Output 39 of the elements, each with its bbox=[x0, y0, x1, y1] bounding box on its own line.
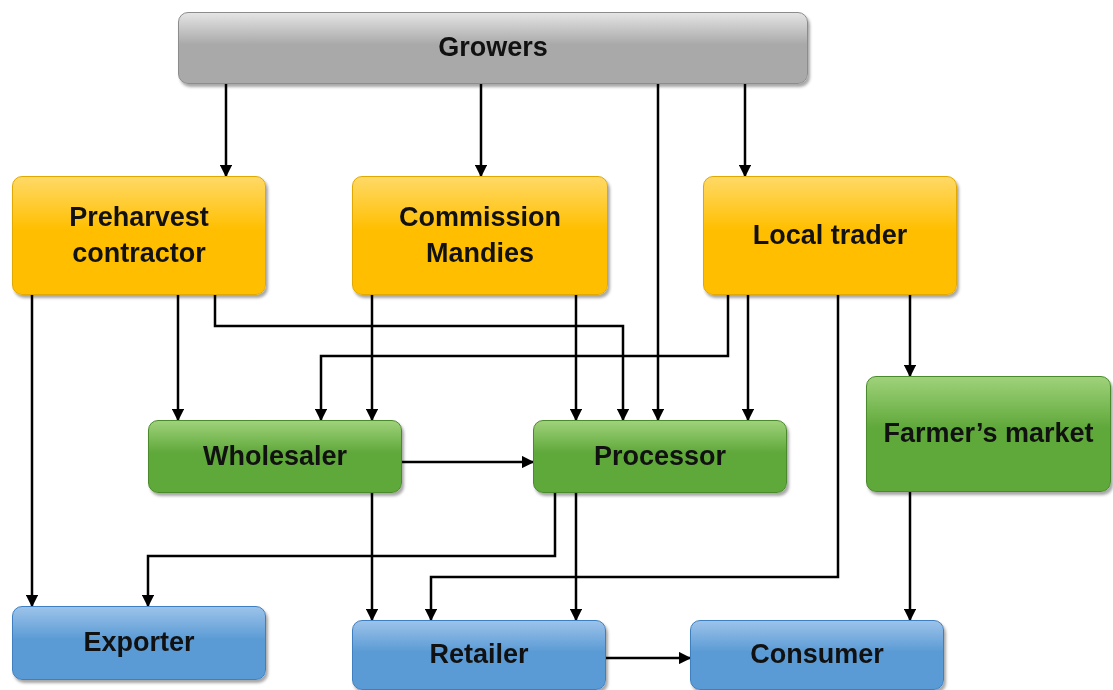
arrow bbox=[569, 493, 583, 622]
arrow bbox=[219, 84, 233, 178]
node-label: Wholesaler bbox=[201, 439, 348, 473]
process-box bbox=[690, 620, 944, 690]
node-label: Growers bbox=[437, 31, 549, 65]
arrow bbox=[365, 493, 379, 622]
process-box bbox=[12, 176, 266, 295]
arrow bbox=[903, 295, 917, 378]
process-box bbox=[533, 420, 787, 493]
process-box bbox=[866, 376, 1111, 492]
arrow bbox=[213, 295, 630, 422]
node-label: Consumer bbox=[749, 638, 885, 672]
process-box bbox=[148, 420, 402, 493]
arrow bbox=[402, 455, 535, 469]
process-box bbox=[352, 176, 608, 295]
arrow bbox=[474, 84, 488, 178]
node-label: Farmer’s market bbox=[882, 417, 1095, 451]
process-box bbox=[12, 606, 266, 680]
process-box bbox=[703, 176, 957, 295]
arrow bbox=[606, 651, 692, 665]
node-label: Preharvest contractor bbox=[68, 201, 210, 270]
arrow bbox=[141, 493, 557, 608]
arrow bbox=[314, 295, 730, 422]
arrow bbox=[741, 295, 755, 422]
arrow bbox=[424, 295, 840, 622]
node-label: Processor bbox=[592, 439, 728, 473]
arrow bbox=[171, 295, 185, 422]
arrow bbox=[903, 492, 917, 622]
arrow bbox=[651, 84, 665, 422]
arrow bbox=[569, 295, 583, 422]
arrow bbox=[365, 295, 379, 422]
node-label: Commission Mandies bbox=[398, 201, 562, 270]
process-box bbox=[178, 12, 808, 84]
node-label: Exporter bbox=[82, 626, 196, 660]
arrow bbox=[25, 295, 39, 608]
node-label: Retailer bbox=[428, 638, 530, 672]
node-label: Local trader bbox=[751, 218, 909, 252]
arrow bbox=[738, 84, 752, 178]
process-box bbox=[352, 620, 606, 690]
